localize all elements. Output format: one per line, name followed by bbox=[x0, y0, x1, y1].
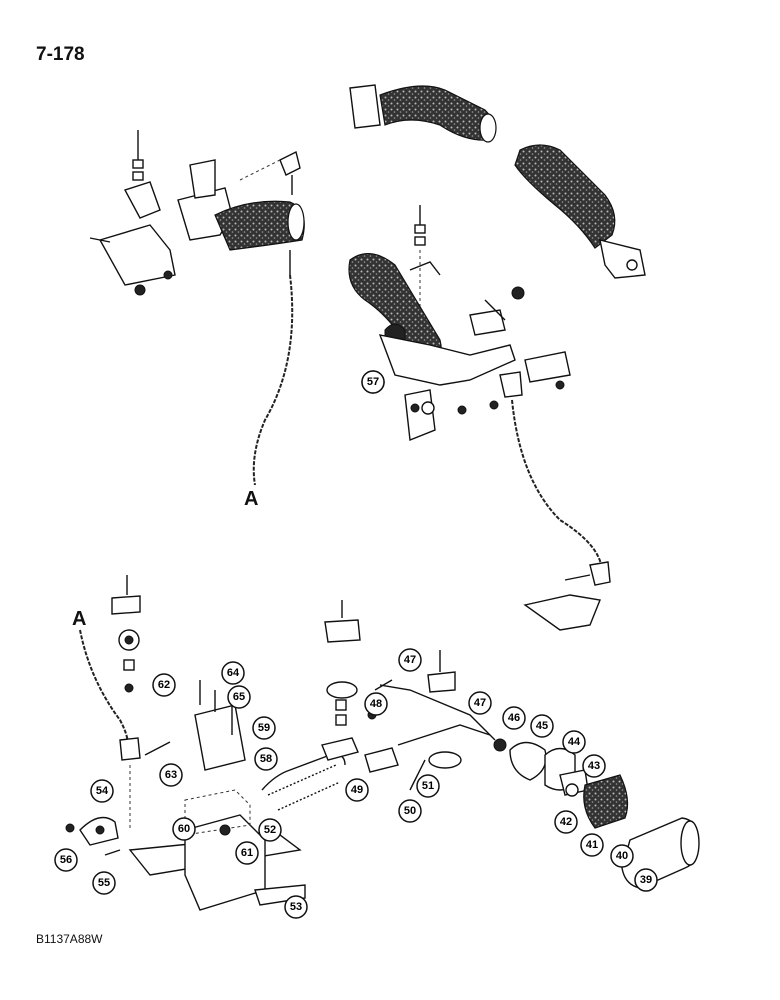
callout-50: 50 bbox=[398, 799, 422, 823]
callout-48: 48 bbox=[364, 692, 388, 716]
callout-46: 46 bbox=[502, 706, 526, 730]
callout-39: 39 bbox=[634, 868, 658, 892]
lower-linkage-assembly bbox=[65, 575, 700, 911]
callout-56: 56 bbox=[54, 848, 78, 872]
svg-text:54: 54 bbox=[96, 785, 109, 797]
svg-text:61: 61 bbox=[241, 847, 253, 859]
callout-51: 51 bbox=[416, 774, 440, 798]
callout-43: 43 bbox=[582, 754, 606, 778]
callout-47a: 47 bbox=[398, 648, 422, 672]
callout-60: 60 bbox=[172, 817, 196, 841]
svg-text:39: 39 bbox=[640, 874, 652, 886]
upper-left-pedal-assembly bbox=[89, 130, 305, 486]
svg-text:59: 59 bbox=[258, 722, 270, 734]
svg-text:44: 44 bbox=[568, 736, 581, 748]
svg-text:63: 63 bbox=[165, 769, 177, 781]
callout-42: 42 bbox=[554, 810, 578, 834]
svg-text:50: 50 bbox=[404, 805, 416, 817]
callout-58: 58 bbox=[254, 747, 278, 771]
svg-text:42: 42 bbox=[560, 816, 572, 828]
svg-text:45: 45 bbox=[536, 720, 548, 732]
svg-text:51: 51 bbox=[422, 780, 434, 792]
svg-text:62: 62 bbox=[158, 679, 170, 691]
svg-text:65: 65 bbox=[233, 691, 245, 703]
callout-65: 65 bbox=[227, 685, 251, 709]
svg-text:49: 49 bbox=[351, 784, 363, 796]
page-number: 7-178 bbox=[36, 44, 85, 65]
svg-text:41: 41 bbox=[586, 839, 598, 851]
callout-63: 63 bbox=[159, 763, 183, 787]
svg-text:58: 58 bbox=[260, 753, 272, 765]
upper-right-pedal-assembly bbox=[348, 84, 646, 631]
svg-text:57: 57 bbox=[367, 376, 379, 388]
svg-text:55: 55 bbox=[98, 877, 110, 889]
callout-64: 64 bbox=[221, 661, 245, 685]
connector-label-a-bottom: A bbox=[72, 608, 87, 630]
callout-44: 44 bbox=[562, 730, 586, 754]
svg-text:48: 48 bbox=[370, 698, 382, 710]
callout-47b: 47 bbox=[468, 691, 492, 715]
callout-57-upper: 57 bbox=[361, 370, 385, 394]
connector-label-a-top: A bbox=[244, 488, 259, 510]
callout-62: 62 bbox=[152, 673, 176, 697]
callout-45: 45 bbox=[530, 714, 554, 738]
svg-text:64: 64 bbox=[227, 667, 240, 679]
callout-54: 54 bbox=[90, 779, 114, 803]
svg-text:47: 47 bbox=[474, 697, 486, 709]
callout-40: 40 bbox=[610, 844, 634, 868]
callout-55: 55 bbox=[92, 871, 116, 895]
callout-59: 59 bbox=[252, 716, 276, 740]
svg-text:53: 53 bbox=[290, 901, 302, 913]
svg-text:46: 46 bbox=[508, 712, 520, 724]
callout-52: 52 bbox=[258, 818, 282, 842]
svg-text:60: 60 bbox=[178, 823, 190, 835]
callout-61: 61 bbox=[235, 841, 259, 865]
callout-49: 49 bbox=[345, 778, 369, 802]
svg-text:43: 43 bbox=[588, 760, 600, 772]
callout-41: 41 bbox=[580, 833, 604, 857]
svg-text:40: 40 bbox=[616, 850, 628, 862]
svg-text:56: 56 bbox=[60, 854, 72, 866]
svg-text:47: 47 bbox=[404, 654, 416, 666]
svg-text:52: 52 bbox=[264, 824, 276, 836]
callout-53: 53 bbox=[284, 895, 308, 919]
figure-code: B1137A88W bbox=[36, 932, 103, 946]
